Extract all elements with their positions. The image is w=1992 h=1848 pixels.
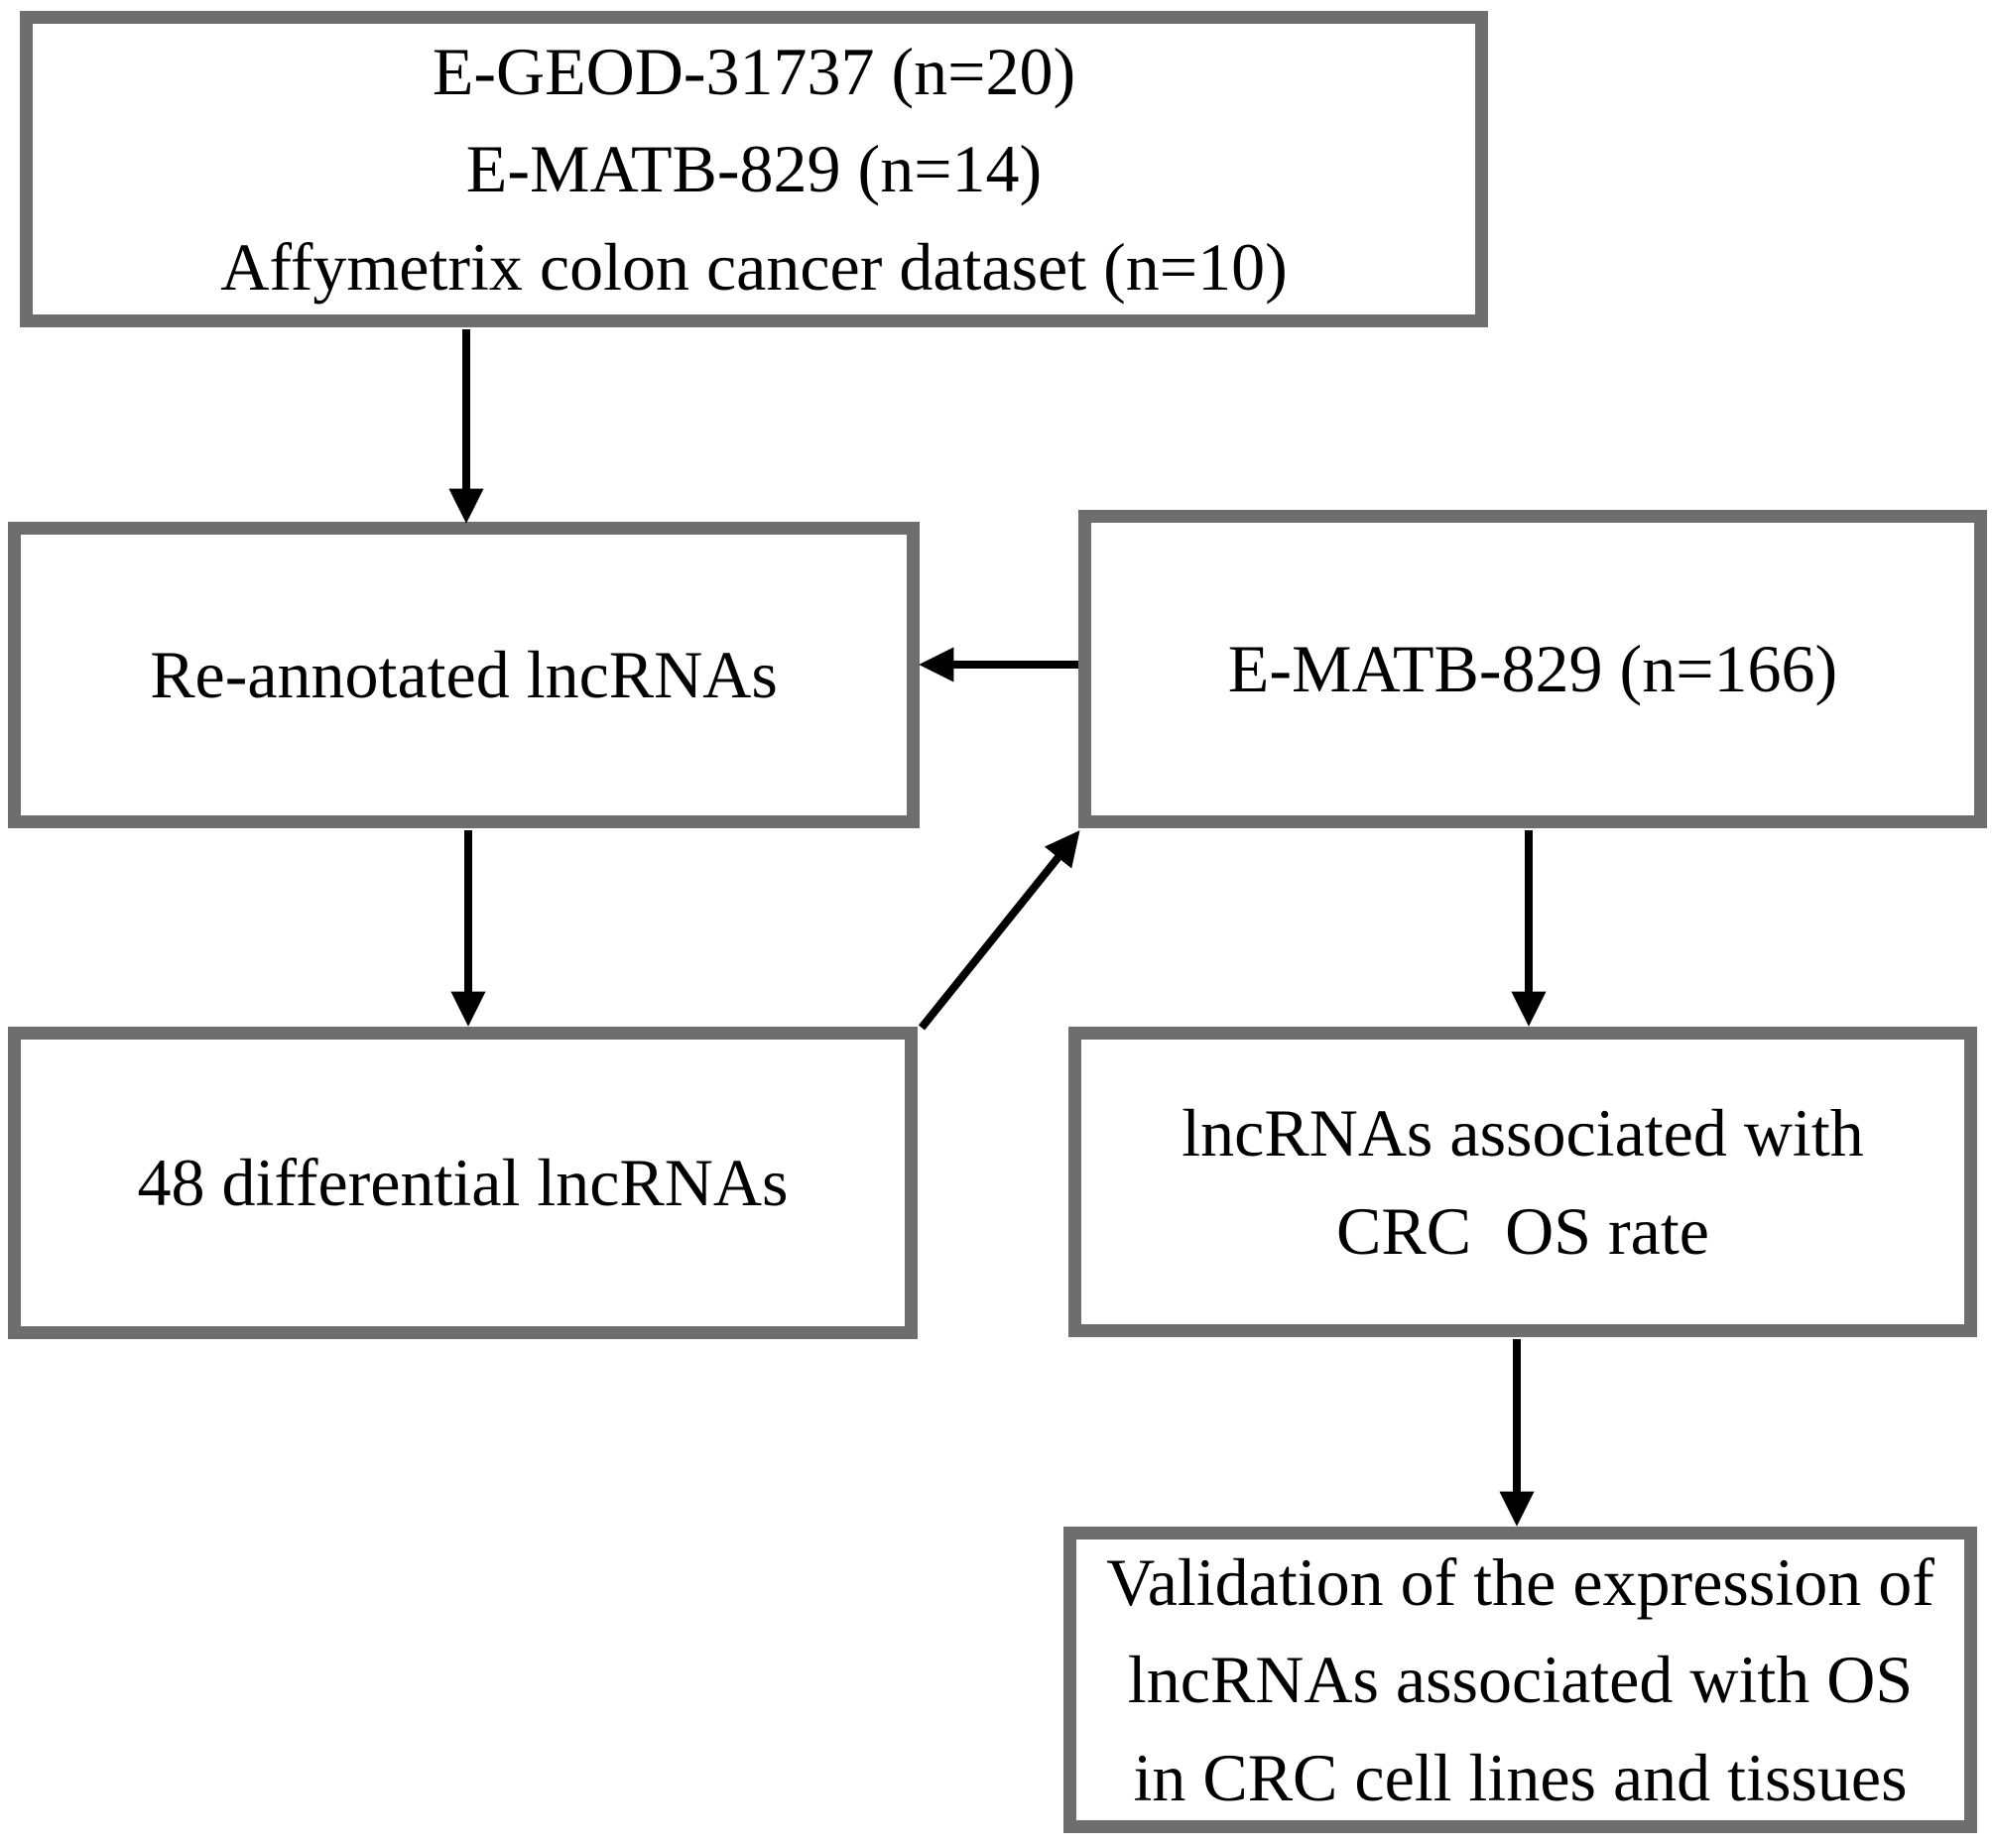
box-lncrnas-crc-os-rate-label: lncRNAs associated with CRC OS rate (1182, 1094, 1864, 1269)
box-ematb-829-n166: E-MATB-829 (n=166) (1078, 510, 1987, 828)
box-reannotated-lncrnas: Re-annotated lncRNAs (8, 522, 920, 828)
box-validation-expression: Validation of the expression of lncRNAs … (1063, 1527, 1977, 1833)
box-source-datasets: E-GEOD-31737 (n=20) E-MATB-829 (n=14) Af… (20, 11, 1488, 327)
box-reannotated-lncrnas-label: Re-annotated lncRNAs (150, 637, 778, 713)
box-ematb-829-n166-label: E-MATB-829 (n=166) (1227, 631, 1838, 707)
box-validation-expression-label: Validation of the expression of lncRNAs … (1106, 1543, 1934, 1815)
box-48-differential-lncrnas: 48 differential lncRNAs (8, 1027, 918, 1339)
box-source-datasets-label: E-GEOD-31737 (n=20) E-MATB-829 (n=14) Af… (220, 33, 1288, 305)
arrow-diff48-to-ematb166 (918, 830, 1080, 1031)
box-48-differential-lncrnas-label: 48 differential lncRNAs (137, 1145, 789, 1221)
box-lncrnas-crc-os-rate: lncRNAs associated with CRC OS rate (1068, 1027, 1977, 1337)
